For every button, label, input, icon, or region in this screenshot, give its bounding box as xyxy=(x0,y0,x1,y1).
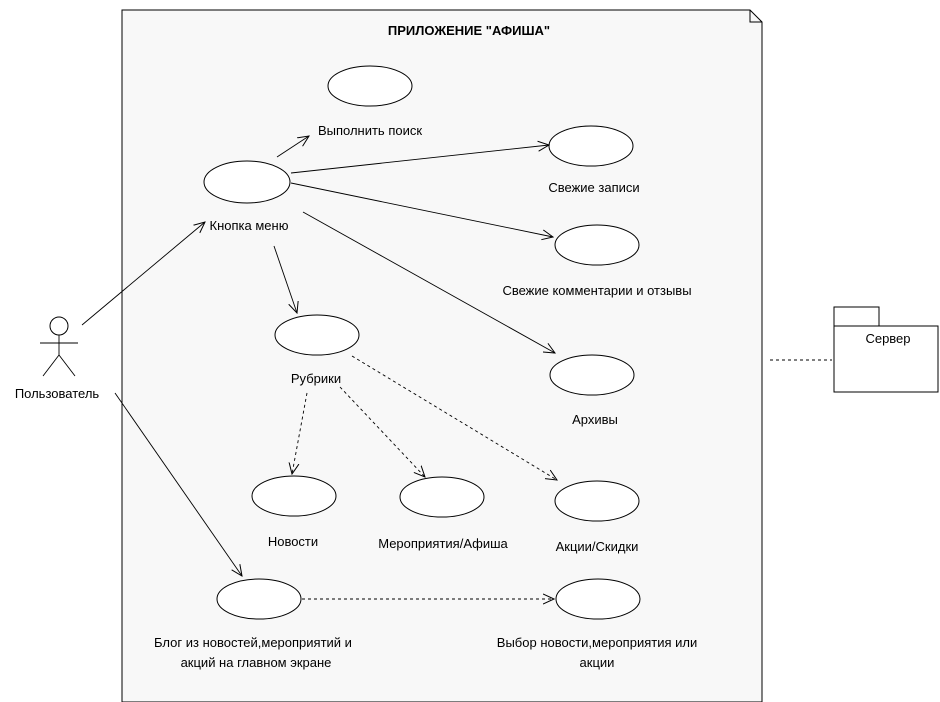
arrow-menu-to-fresh-posts xyxy=(290,145,549,174)
arrow-rubrics-to-news xyxy=(292,392,308,474)
actor-right-leg xyxy=(58,354,76,377)
use-case-ellipse xyxy=(554,480,640,522)
actor-head xyxy=(49,316,69,336)
arrow-menu-to-rubrics xyxy=(273,245,297,313)
use-case-ellipse xyxy=(548,125,634,167)
use-case-fresh-comments[interactable]: Свежие комментарии и отзывы xyxy=(502,224,692,298)
actor-left-leg xyxy=(42,354,60,377)
use-case-ellipse xyxy=(327,65,413,107)
use-case-label-line1: Выбор новости,мероприятия или xyxy=(497,635,697,650)
use-case-fresh-posts[interactable]: Свежие записи xyxy=(548,125,640,195)
use-case-ellipse xyxy=(549,354,635,396)
use-case-news[interactable]: Новости xyxy=(251,475,337,549)
use-case-ellipse xyxy=(216,578,302,620)
arrow-actor-to-menu xyxy=(81,222,205,326)
use-case-ellipse xyxy=(399,476,485,518)
use-case-label: Кнопка меню xyxy=(210,218,289,233)
use-case-search[interactable]: Выполнить поиск xyxy=(318,65,422,138)
package-server[interactable]: Сервер xyxy=(833,306,939,393)
system-title: ПРИЛОЖЕНИЕ "АФИША" xyxy=(388,23,550,38)
use-case-ellipse xyxy=(251,475,337,517)
actor-label: Пользователь xyxy=(15,386,100,401)
use-case-label: Архивы xyxy=(572,412,618,427)
use-case-archives[interactable]: Архивы xyxy=(549,354,635,427)
use-case-label: Свежие записи xyxy=(548,180,639,195)
arrow-menu-to-archives xyxy=(302,211,555,353)
use-case-ellipse xyxy=(555,578,641,620)
arrow-rubrics-to-promo xyxy=(351,355,557,480)
use-case-label: Выполнить поиск xyxy=(318,123,422,138)
actor-user[interactable]: Пользователь xyxy=(15,316,100,401)
use-case-rubrics[interactable]: Рубрики xyxy=(274,314,360,386)
use-case-menu[interactable]: Кнопка меню xyxy=(203,160,291,233)
use-case-choice[interactable]: Выбор новости,мероприятия или акции xyxy=(497,578,697,670)
arrow-menu-to-fresh-comments xyxy=(290,182,553,237)
use-case-ellipse xyxy=(274,314,360,356)
arrow-rubrics-to-events xyxy=(339,386,425,477)
use-case-label-line2: акций на главном экране xyxy=(181,655,332,670)
package-tab xyxy=(833,306,880,327)
package-body xyxy=(833,325,939,393)
use-case-label-line1: Блог из новостей,мероприятий и xyxy=(154,635,352,650)
arrow-menu-to-search xyxy=(276,136,309,158)
use-case-label: Новости xyxy=(268,534,318,549)
package-label: Сервер xyxy=(865,331,910,346)
arrow-actor-to-blog xyxy=(114,392,242,576)
use-case-ellipse xyxy=(554,224,640,266)
use-case-label: Мероприятия/Афиша xyxy=(378,536,508,551)
use-case-label: Рубрики xyxy=(291,371,341,386)
use-case-events[interactable]: Мероприятия/Афиша xyxy=(378,476,509,551)
use-case-label-line2: акции xyxy=(580,655,615,670)
use-case-blog[interactable]: Блог из новостей,мероприятий и акций на … xyxy=(154,578,352,670)
use-case-ellipse xyxy=(203,160,291,204)
use-case-label: Свежие комментарии и отзывы xyxy=(502,283,691,298)
use-case-promo[interactable]: Акции/Скидки xyxy=(554,480,640,554)
use-case-label: Акции/Скидки xyxy=(556,539,639,554)
